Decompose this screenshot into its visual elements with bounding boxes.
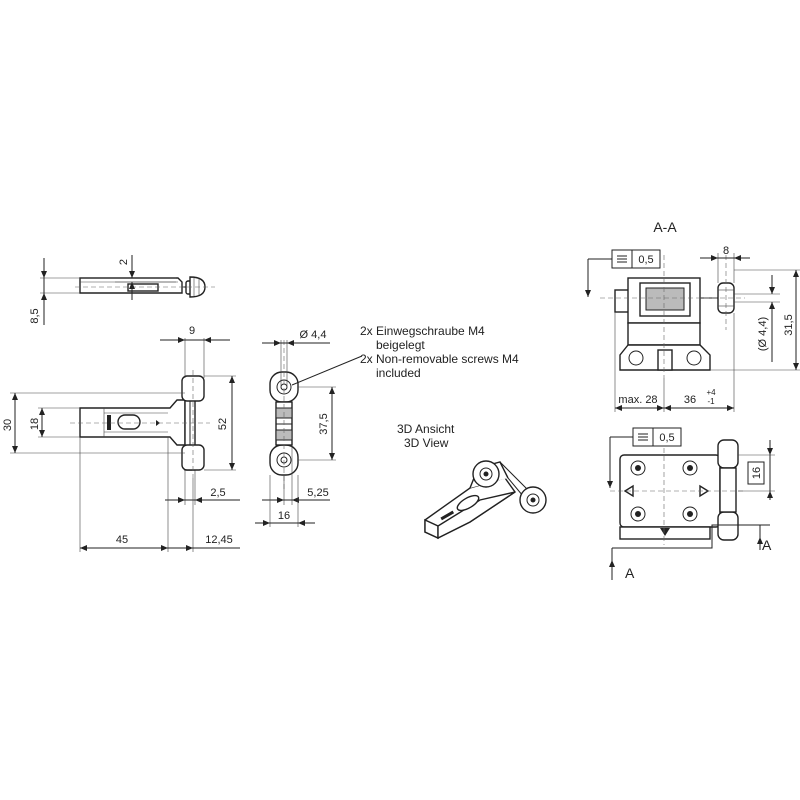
- note-screws-en: 2x Non-removable screws M4: [360, 352, 519, 366]
- view3d-label-en: 3D View: [404, 436, 449, 450]
- view3d-label-de: 3D Ansicht: [397, 422, 455, 436]
- dim-16-boxed: 16: [751, 467, 763, 479]
- section-a-a: [585, 249, 800, 412]
- dim-30: 30: [2, 419, 14, 431]
- dim-45: 45: [116, 534, 128, 546]
- dim-2-5: 2,5: [210, 487, 225, 499]
- dim-12-45: 12,45: [205, 534, 233, 546]
- dim-36-tol-plus: +4: [706, 388, 716, 397]
- section-marker-right: A: [762, 537, 772, 553]
- note-screws-de: 2x Einwegschraube M4: [360, 324, 485, 338]
- dim-2: 2: [118, 259, 130, 265]
- view-3d: [424, 460, 547, 540]
- note-screws-de-2: beigelegt: [376, 338, 425, 352]
- dim-8: 8: [723, 245, 729, 257]
- dim-8-5: 8,5: [29, 308, 41, 323]
- dim-37-5: 37,5: [318, 413, 330, 434]
- note-screws-en-2: included: [376, 366, 421, 380]
- dim-36-tol-minus: -1: [707, 397, 715, 406]
- dim-max-28: max. 28: [618, 394, 657, 406]
- end-view: [255, 340, 363, 527]
- front-view-left: [10, 337, 240, 552]
- dim-9: 9: [189, 325, 195, 337]
- section-title: A-A: [653, 219, 677, 235]
- dim-16: 16: [278, 510, 290, 522]
- dim-18: 18: [29, 418, 41, 430]
- dim-5-25: 5,25: [307, 487, 328, 499]
- flatness-value-2: 0,5: [659, 432, 674, 444]
- bottom-view: [607, 427, 775, 580]
- dim-52: 52: [217, 418, 229, 430]
- section-marker-left: A: [625, 565, 635, 581]
- top-side-view: [40, 255, 215, 325]
- dim-dia-4-4: Ø 4,4: [300, 329, 327, 341]
- dim-36: 36: [684, 394, 696, 406]
- dim-dia-4-4-ref: (Ø 4,4): [757, 317, 769, 351]
- dim-31-5: 31,5: [783, 314, 795, 335]
- flatness-value-1: 0,5: [638, 254, 653, 266]
